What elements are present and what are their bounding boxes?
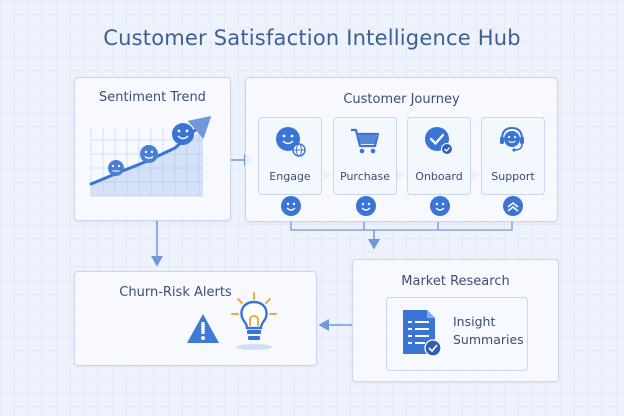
document-check-icon (403, 310, 442, 357)
insight-summaries-card: Insight Summaries (386, 297, 528, 371)
onboard-smiley-icon (430, 196, 450, 216)
stage-label: Purchase (340, 170, 390, 183)
lightbulb-icon (231, 292, 277, 350)
stage-purchase: Purchase (333, 117, 397, 195)
stage-label: Onboard (415, 170, 463, 183)
smiley-globe-icon (276, 127, 306, 157)
happy-face-icon (172, 123, 194, 145)
insight-line1: Insight (453, 314, 496, 329)
insight-line2: Summaries (453, 332, 524, 347)
stage-onboard: Onboard (407, 117, 471, 195)
stage-support: Support (481, 117, 545, 195)
page-title: Customer Satisfaction Intelligence Hub (103, 26, 521, 50)
insight-summaries-label: Insight Summaries (453, 313, 524, 349)
check-badge-icon (425, 127, 453, 155)
stage-label: Engage (269, 170, 311, 183)
churn-risk-panel: Churn-Risk Alerts (74, 271, 317, 366)
sentiment-trend-chart (89, 116, 212, 197)
warning-triangle-icon (187, 314, 219, 343)
journey-merge-line (290, 218, 513, 231)
shopping-cart-icon (351, 128, 380, 154)
sentiment-trend-title: Sentiment Trend (99, 90, 206, 105)
engage-smiley-icon (281, 196, 301, 216)
headset-icon (500, 126, 524, 152)
churn-risk-title: Churn-Risk Alerts (119, 285, 232, 300)
market-research-title: Market Research (401, 274, 510, 289)
support-chevron-icon (503, 196, 523, 216)
stage-label: Support (491, 170, 535, 183)
customer-journey-title: Customer Journey (343, 92, 460, 107)
stage-engage: Engage (258, 117, 322, 195)
purchase-smiley-icon (356, 196, 376, 216)
sentiment-trend-panel: Sentiment Trend (74, 77, 231, 221)
neutral-face-icon (108, 160, 124, 176)
smiley-face-icon (140, 145, 158, 163)
